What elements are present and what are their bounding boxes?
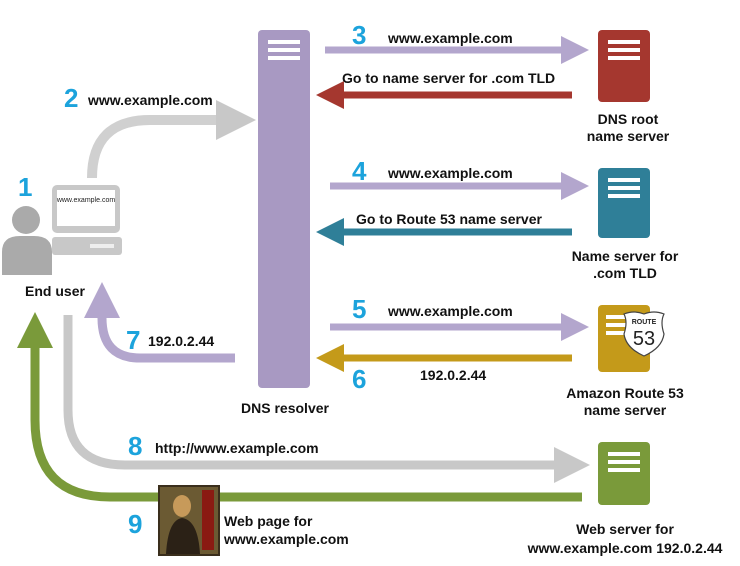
step-7-number: 7 xyxy=(126,325,140,355)
step-9-text-2: www.example.com xyxy=(223,531,349,547)
arrow-step-9 xyxy=(17,312,582,502)
route53-label-2: name server xyxy=(584,402,667,418)
root-server-label-2: name server xyxy=(587,128,670,144)
tld-server-label-2: .com TLD xyxy=(593,265,657,281)
tld-server-label-1: Name server for xyxy=(572,248,679,264)
web-server-label-2: www.example.com 192.0.2.44 xyxy=(527,540,723,556)
step-4-text: www.example.com xyxy=(387,165,513,181)
root-server-label-1: DNS root xyxy=(598,111,659,127)
route53-label-1: Amazon Route 53 xyxy=(566,385,684,401)
step-6-number: 6 xyxy=(352,364,366,394)
route53-badge-top: ROUTE xyxy=(632,319,657,326)
step-3-number: 3 xyxy=(352,20,366,50)
step-2-number: 2 xyxy=(64,83,78,113)
end-user-label: End user xyxy=(25,283,85,299)
arrow-step-8 xyxy=(63,315,590,483)
dns-resolver-label: DNS resolver xyxy=(241,400,329,416)
arrow-step-7 xyxy=(84,282,235,363)
step-8-number: 8 xyxy=(128,431,142,461)
web-server-label-1: Web server for xyxy=(576,521,674,537)
step-8-text: http://www.example.com xyxy=(155,440,319,456)
step-9-text-1: Web page for xyxy=(224,513,313,529)
root-server-icon xyxy=(598,30,650,102)
step-1-number: 1 xyxy=(18,172,32,202)
step-2-text: www.example.com xyxy=(87,92,213,108)
step-6-text: 192.0.2.44 xyxy=(420,367,486,383)
step-5-text: www.example.com xyxy=(387,303,513,319)
web-page-thumbnail-icon xyxy=(158,485,220,556)
step-9-number: 9 xyxy=(128,509,142,539)
tld-server-icon xyxy=(598,168,650,238)
step-4-number: 4 xyxy=(352,156,367,186)
computer-icon xyxy=(52,185,122,255)
dns-resolver-server-icon xyxy=(258,30,310,388)
route53-badge-number: 53 xyxy=(633,328,655,350)
tld-reply-text: Go to Route 53 name server xyxy=(356,211,543,227)
web-server-icon xyxy=(598,442,650,505)
route-53-shield-icon: ROUTE 53 xyxy=(623,311,665,357)
arrow-step-2 xyxy=(87,100,256,179)
screen-url: www.example.com xyxy=(56,197,116,204)
end-user-icon xyxy=(2,206,52,275)
step-7-text: 192.0.2.44 xyxy=(148,333,214,349)
root-reply-text: Go to name server for .com TLD xyxy=(342,70,555,86)
step-5-number: 5 xyxy=(352,294,366,324)
step-3-text: www.example.com xyxy=(387,30,513,46)
